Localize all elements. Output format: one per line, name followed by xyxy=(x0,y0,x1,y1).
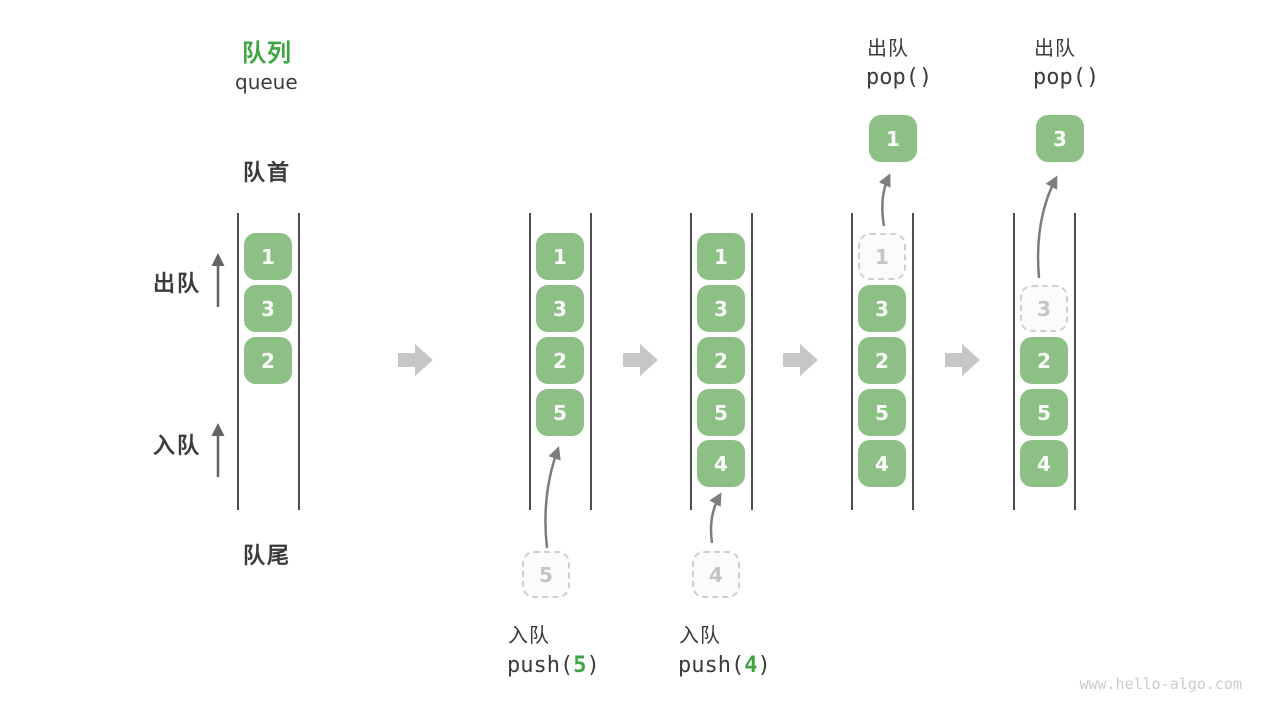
enqueue-op-code: push(5) xyxy=(507,653,600,678)
queue-element: 1 xyxy=(244,233,292,280)
queue-wall xyxy=(237,213,239,510)
dequeue-op-label: 出队 xyxy=(867,36,909,60)
queue-element: 2 xyxy=(697,337,745,384)
code-prefix: push( xyxy=(678,653,745,678)
queue-element: 2 xyxy=(536,337,584,384)
queue-state-3: 1 3 2 5 4 xyxy=(690,213,753,510)
removed-element-slot: 3 xyxy=(1020,285,1068,332)
popped-element: 1 xyxy=(869,115,917,162)
queue-state-4: 1 3 2 5 4 xyxy=(851,213,914,510)
queue-wall xyxy=(851,213,853,510)
queue-element: 1 xyxy=(536,233,584,280)
code-suffix: ) xyxy=(586,653,600,678)
queue-element: 1 xyxy=(697,233,745,280)
pending-element: 4 xyxy=(692,551,740,598)
queue-state-1: 1 3 2 xyxy=(237,213,300,510)
watermark: www.hello-algo.com xyxy=(1079,675,1242,693)
code-argument: 5 xyxy=(573,653,587,678)
queue-element: 5 xyxy=(1020,389,1068,436)
queue-state-5: 3 2 5 4 xyxy=(1013,213,1076,510)
next-state-arrow-icon xyxy=(398,344,433,376)
queue-wall xyxy=(912,213,914,510)
queue-front-label: 队首 xyxy=(243,161,292,186)
pending-element: 5 xyxy=(522,551,570,598)
queue-state-2: 1 3 2 5 xyxy=(529,213,592,510)
queue-element: 3 xyxy=(858,285,906,332)
enqueue-direction-label: 入队 xyxy=(153,434,202,459)
enqueue-op-code: push(4) xyxy=(678,653,771,678)
queue-element: 4 xyxy=(1020,440,1068,487)
queue-element: 3 xyxy=(536,285,584,332)
queue-element: 5 xyxy=(858,389,906,436)
code-prefix: push( xyxy=(507,653,574,678)
dequeue-op-code: pop() xyxy=(866,65,933,90)
queue-element: 5 xyxy=(697,389,745,436)
queue-element: 3 xyxy=(697,285,745,332)
queue-wall xyxy=(298,213,300,510)
next-state-arrow-icon xyxy=(945,344,980,376)
queue-wall xyxy=(590,213,592,510)
queue-rear-label: 队尾 xyxy=(243,544,292,569)
diagram-title-cn: 队列 xyxy=(242,39,292,67)
dequeue-op-label: 出队 xyxy=(1034,36,1076,60)
removed-element-slot: 1 xyxy=(858,233,906,280)
diagram-title-en: queue xyxy=(235,70,298,94)
next-state-arrow-icon xyxy=(623,344,658,376)
enqueue-op-label: 入队 xyxy=(508,623,550,647)
queue-wall xyxy=(1074,213,1076,510)
queue-wall xyxy=(751,213,753,510)
queue-element: 2 xyxy=(858,337,906,384)
queue-wall xyxy=(529,213,531,510)
code-suffix: ) xyxy=(757,653,771,678)
dequeue-direction-label: 出队 xyxy=(153,272,202,297)
code-argument: 4 xyxy=(744,653,758,678)
queue-element: 2 xyxy=(1020,337,1068,384)
queue-element: 4 xyxy=(858,440,906,487)
enqueue-op-label: 入队 xyxy=(679,623,721,647)
queue-element: 2 xyxy=(244,337,292,384)
next-state-arrow-icon xyxy=(783,344,818,376)
queue-wall xyxy=(1013,213,1015,510)
popped-element: 3 xyxy=(1036,115,1084,162)
queue-element: 4 xyxy=(697,440,745,487)
queue-element: 5 xyxy=(536,389,584,436)
queue-element: 3 xyxy=(244,285,292,332)
queue-wall xyxy=(690,213,692,510)
dequeue-op-code: pop() xyxy=(1033,65,1100,90)
